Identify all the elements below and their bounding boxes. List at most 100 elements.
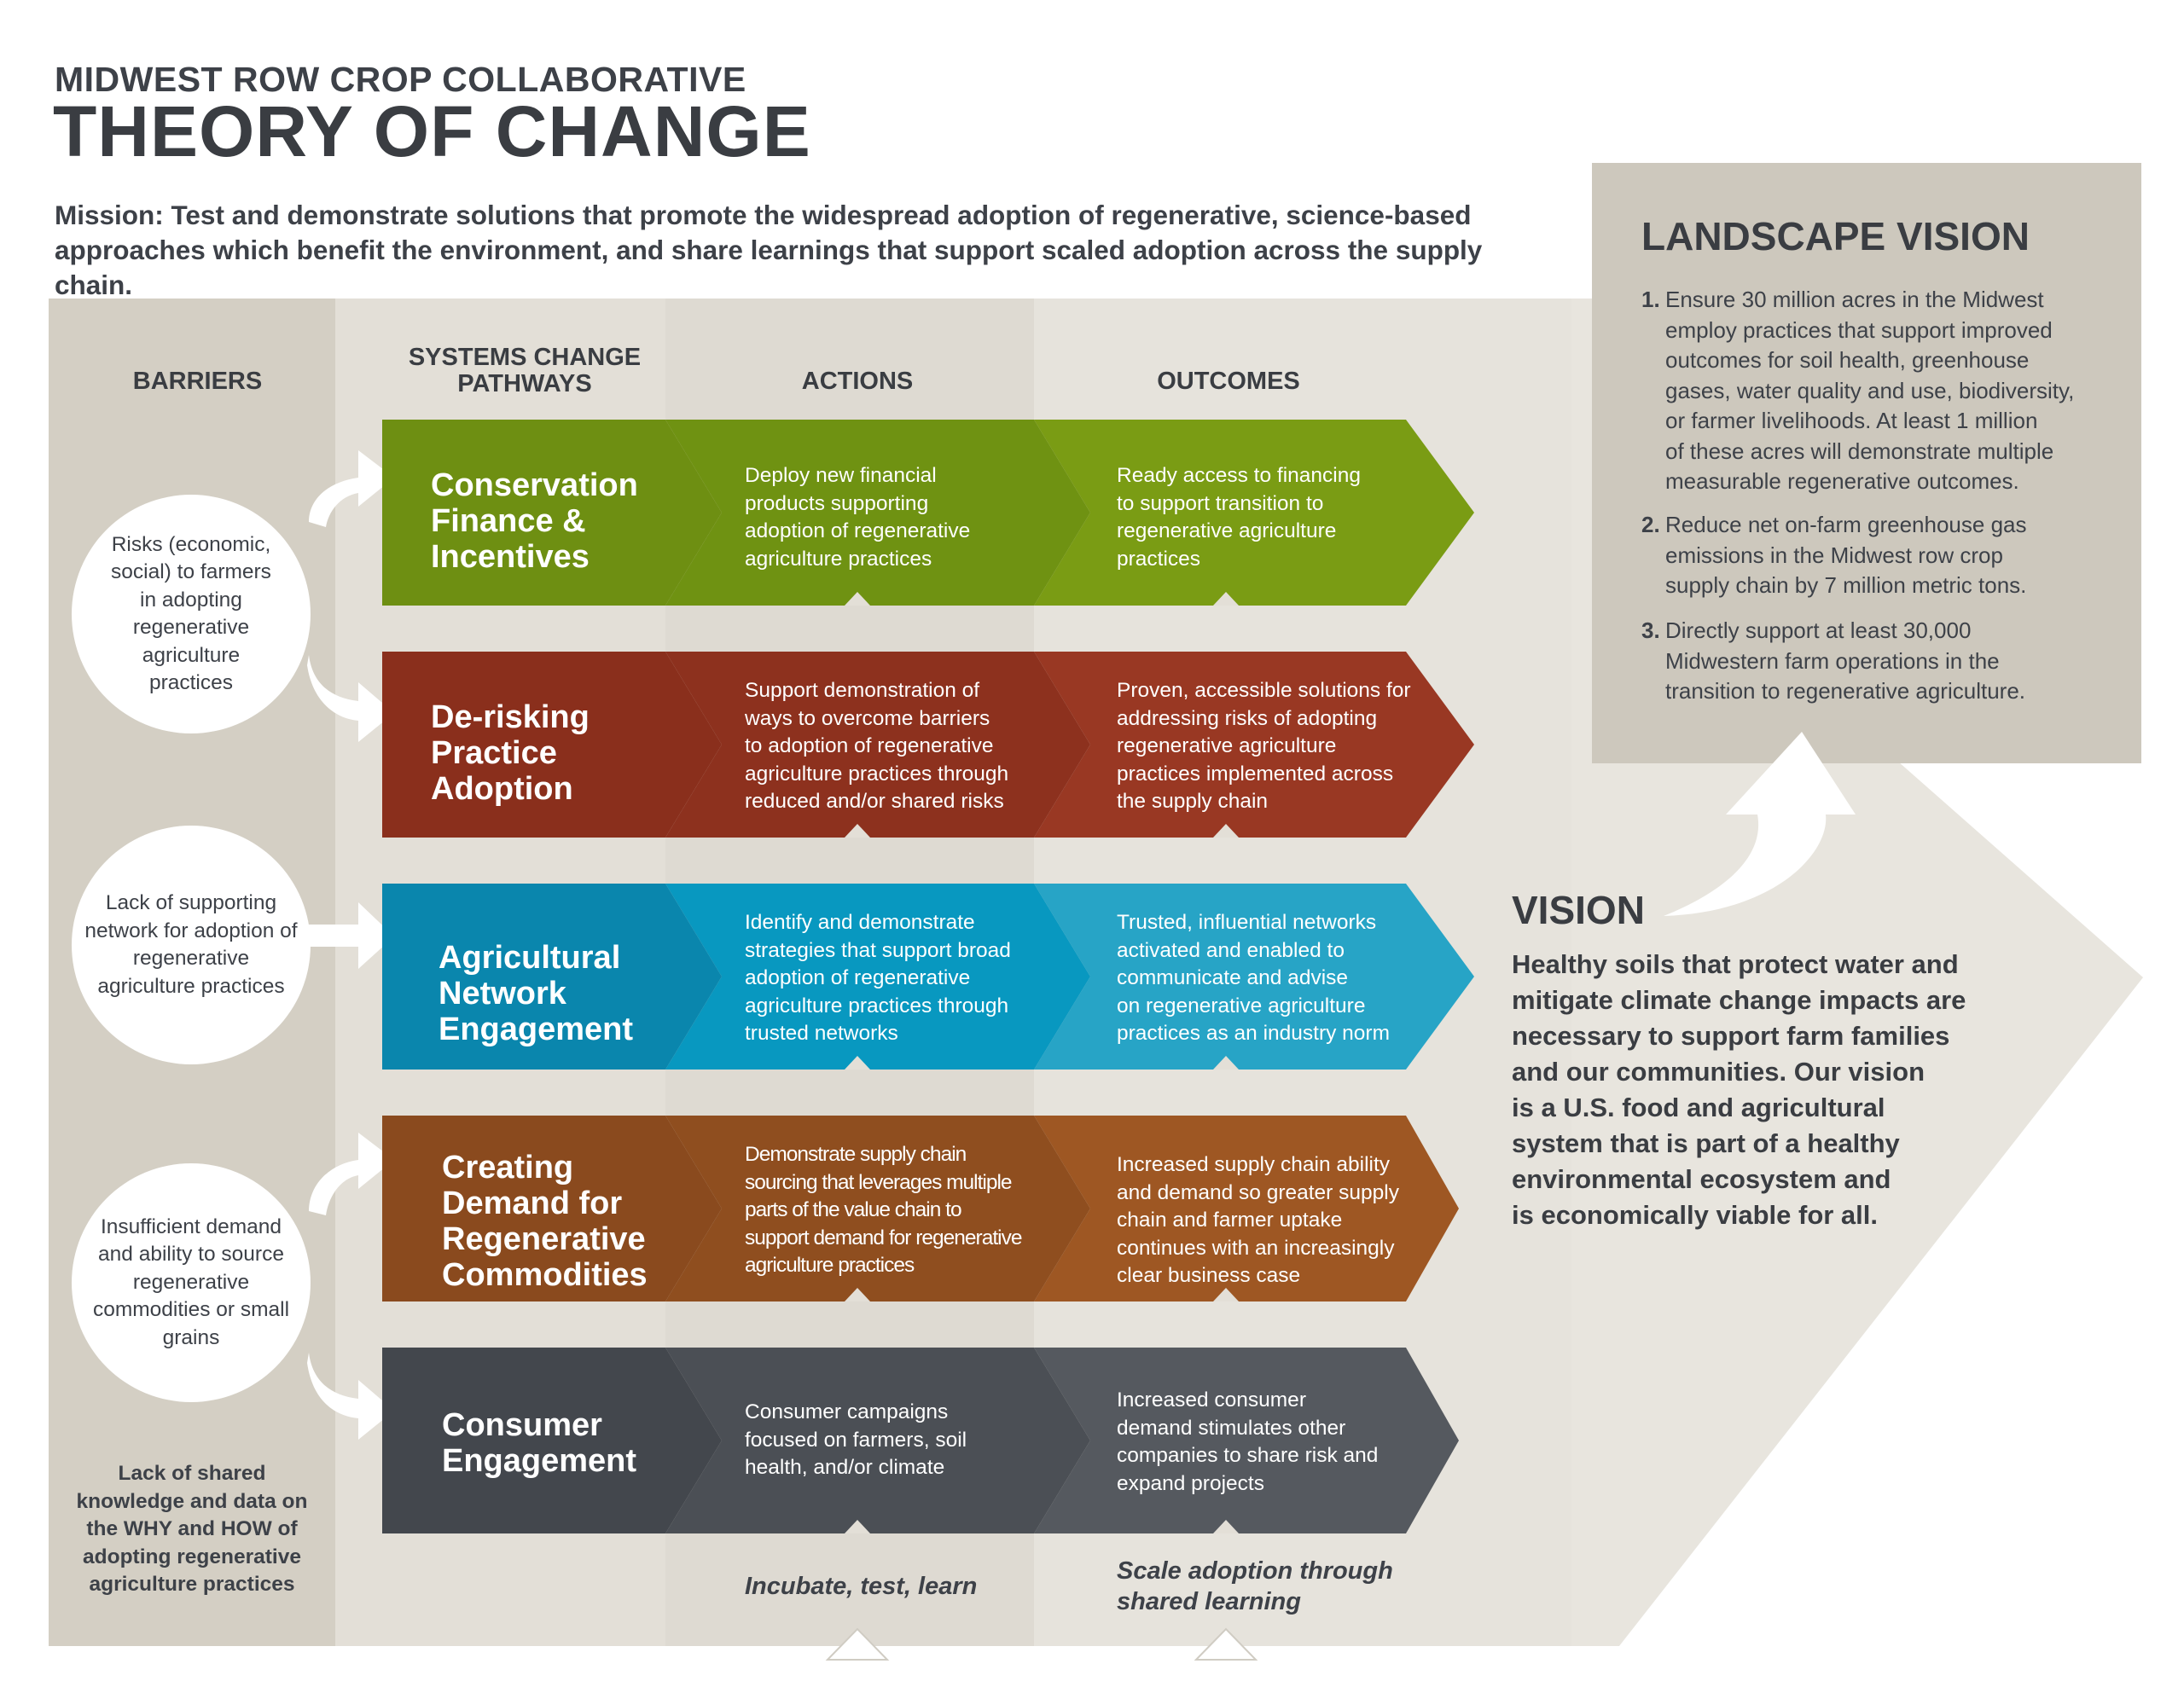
row4-pathway-title-line: Regenerative — [442, 1221, 646, 1257]
landscape-vision-item-line: or farmer livelihoods. At least 1 millio… — [1665, 408, 2038, 433]
row5-action-notch — [845, 1520, 870, 1533]
collaborative-name: MIDWEST ROW CROP COLLABORATIVE — [55, 60, 746, 99]
vision-statement-line: is economically viable for all. — [1512, 1200, 1879, 1230]
landscape-vision-item-line: of these acres will demonstrate multiple — [1665, 438, 2054, 464]
row1-outcome-text-line: regenerative agriculture — [1117, 519, 1337, 542]
mission-line-1: Mission: Test and demonstrate solutions … — [55, 200, 1472, 230]
row5-action-chevron — [665, 1348, 1090, 1533]
row4-pathway-title-line: Commodities — [442, 1257, 648, 1293]
row3-action-text-line: agriculture practices through — [745, 994, 1009, 1017]
landscape-vision-list: 1.Ensure 30 million acres in the Midwest… — [1641, 285, 2119, 711]
row4-outcome-notch — [1213, 1288, 1239, 1301]
landscape-vision-box — [1592, 163, 2141, 763]
row2-action-notch — [845, 824, 870, 838]
barrier-3-text: Insufficient demand and ability to sourc… — [92, 1215, 290, 1349]
row2-pathway-title-line: Adoption — [431, 771, 573, 807]
row2-outcome-text-line: Proven, accessible solutions for — [1117, 679, 1411, 702]
row1-pathway-title-line: Incentives — [431, 539, 590, 575]
row5-action-text-line: focused on farmers, soil — [745, 1428, 967, 1452]
row4-action-text-line: Demonstrate supply chain — [745, 1143, 967, 1166]
row3-outcome-chevron — [1034, 884, 1474, 1070]
row5-outcome-text-line: companies to share risk and — [1117, 1444, 1379, 1467]
landscape-vision-item-number: 2. — [1641, 512, 1660, 537]
row5-pathway-chevron — [382, 1348, 722, 1533]
row3-outcome-text-line: activated and enabled to — [1117, 938, 1345, 962]
row2-action-text-line: ways to overcome barriers — [745, 706, 990, 730]
mission-statement: Mission: Test and demonstrate solutions … — [55, 198, 1565, 303]
row2-pathway-chevron — [382, 652, 722, 838]
row1-action-text-line: Deploy new financial — [745, 464, 937, 487]
vision-title: VISION — [1512, 888, 1645, 932]
row3-pathway-chevron — [382, 884, 722, 1070]
row1-outcome-text-line: practices — [1117, 547, 1201, 571]
barrier2-arrow — [307, 902, 394, 969]
vision-to-landscape-arrow — [1664, 732, 1856, 916]
pathways-header-line-1: SYSTEMS CHANGE — [408, 344, 642, 371]
landscape-vision-title: LANDSCAPE VISION — [1641, 214, 2030, 258]
row5-outcome-text-line: demand stimulates other — [1117, 1416, 1346, 1440]
barrier-arrows — [307, 450, 394, 1440]
row4-action-notch — [845, 1288, 870, 1301]
row3-pathway-title-line: Agricultural — [439, 940, 621, 976]
landscape-vision-item-line: transition to regenerative agriculture. — [1665, 678, 2026, 704]
landscape-vision-item-line: measurable regenerative outcomes. — [1665, 468, 2019, 494]
row1-outcome-chevron — [1034, 420, 1474, 606]
landscape-vision-item-number: 1. — [1641, 287, 1660, 312]
actions-footer-notch — [825, 1627, 890, 1661]
row1-outcome-text-line: Ready access to financing — [1117, 464, 1361, 487]
actions-footer: Incubate, test, learn — [745, 1573, 978, 1600]
row1-action-text-line: adoption of regenerative — [745, 519, 971, 542]
barrier-circle-3: Insufficient demand and ability to sourc… — [72, 1163, 311, 1402]
row1-pathway-title-line: Conservation — [431, 467, 638, 503]
row1-action-text-line: agriculture practices — [745, 547, 932, 571]
landscape-vision-item-line: gases, water quality and use, biodiversi… — [1665, 377, 2075, 403]
row2-action-text-line: agriculture practices through — [745, 762, 1009, 786]
row2-action-text-line: reduced and/or shared risks — [745, 790, 1004, 813]
row2-outcome-text-line: practices implemented across — [1117, 762, 1394, 786]
row4-pathway-title-line: Demand for — [442, 1186, 623, 1221]
barrier-2-text: Lack of supporting network for adoption … — [84, 891, 298, 998]
barrier1-lower-arrow — [307, 655, 394, 742]
row3-action-chevron — [665, 884, 1090, 1070]
vision-statement-line: environmental ecosystem and — [1512, 1164, 1891, 1194]
row1-action-chevron — [665, 420, 1090, 606]
outcomes-footer: Scale adoption through shared learning — [1117, 1556, 1393, 1617]
row1-pathway-title-line: Finance & — [431, 503, 586, 539]
row1-pathway-chevron — [382, 420, 722, 606]
row2-pathway-title-line: De-risking — [431, 699, 590, 735]
row4-outcome-text-line: chain and farmer uptake — [1117, 1209, 1343, 1232]
barrier3-lower-arrow — [307, 1353, 394, 1440]
row2-action-text-line: to adoption of regenerative — [745, 734, 994, 757]
row3-pathway-title-line: Network — [439, 976, 566, 1012]
row3-pathway-title-line: Engagement — [439, 1012, 634, 1047]
row2-outcome-chevron — [1034, 652, 1474, 838]
barriers-column-header: BARRIERS — [132, 368, 263, 395]
barrier-4-text: Lack of shared knowledge and data on the… — [76, 1462, 308, 1596]
row2-action-chevron — [665, 652, 1090, 838]
row2-pathway-title-line: Practice — [431, 735, 557, 771]
row3-outcome-notch — [1213, 1056, 1239, 1070]
row4-outcome-chevron — [1034, 1116, 1459, 1301]
landscape-vision-item-line: outcomes for soil health, greenhouse — [1665, 347, 2030, 373]
barrier-circle-1: Risks (economic, social) to farmers in a… — [72, 495, 311, 733]
outcomes-column-header: OUTCOMES — [1157, 368, 1300, 395]
row3-outcome-text-line: practices as an industry norm — [1117, 1022, 1390, 1045]
row3-action-text-line: trusted networks — [745, 1022, 898, 1045]
row3-action-text-line: strategies that support broad — [745, 938, 1011, 962]
vision-statement-line: mitigate climate change impacts are — [1512, 985, 1966, 1015]
row2-outcome-notch — [1213, 824, 1239, 838]
page-title: THEORY OF CHANGE — [53, 91, 811, 171]
row3-outcome-text-line: on regenerative agriculture — [1117, 994, 1366, 1017]
row4-action-chevron — [665, 1116, 1090, 1301]
row3-outcome-text-line: communicate and advise — [1117, 966, 1349, 989]
